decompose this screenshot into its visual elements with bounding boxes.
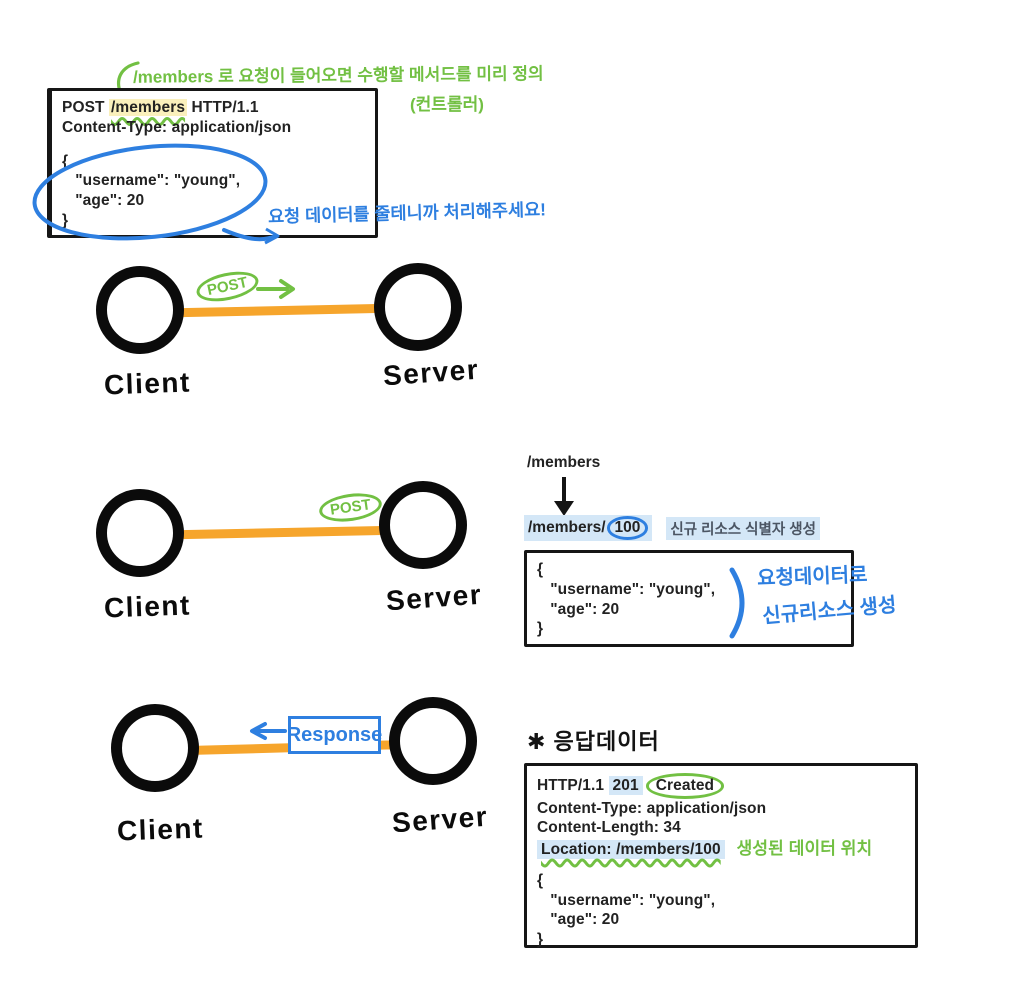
status-text-circled: Created (645, 773, 725, 799)
client-node-circle (111, 704, 199, 792)
response-heading: ✱ 응답데이터 (527, 729, 660, 754)
created-body-line: { (537, 561, 544, 578)
client-label: Client (103, 366, 192, 401)
request-content-type: Content-Type: application/json (62, 118, 292, 136)
response-badge-label: Response (286, 723, 383, 746)
request-protocol: HTTP/1.1 (187, 99, 259, 116)
ellipse-annotation (32, 143, 280, 245)
response-body-line: "age": 20 (537, 911, 620, 929)
connection-line (176, 303, 390, 318)
client-node-circle (96, 489, 184, 577)
response-badge: Response (286, 716, 383, 754)
request-path: /members (109, 99, 188, 116)
server-label: Server (385, 578, 484, 617)
response-body-line: { (537, 872, 544, 890)
request-body-line: { (62, 152, 69, 170)
source-path-label: /members (527, 454, 601, 471)
location-value: /members/100 (616, 840, 721, 858)
server-label: Server (391, 800, 490, 839)
new-id-circled: 100 (606, 516, 649, 540)
response-content-length: Content-Length: 34 (537, 819, 681, 837)
response-content-type: Content-Type: application/json (537, 799, 767, 817)
location-label: Location: (541, 840, 617, 858)
new-resource-path-row: /members/100 신규 리소스 식별자 생성 (524, 515, 820, 541)
new-resource-note: 신규 리소스 식별자 생성 (666, 516, 820, 540)
created-resource-box: { "username": "young", "age": 20 } (524, 550, 854, 647)
new-resource-path: /members/100 (524, 515, 653, 541)
request-line: POST /members HTTP/1.1 (62, 98, 365, 118)
location-header: Location: /members/100 (537, 839, 725, 859)
server-node-circle (389, 697, 477, 785)
client-label: Client (103, 589, 192, 624)
response-body-line: "username": "young", (537, 891, 716, 909)
request-body-line: "username": "young", (62, 172, 241, 190)
request-body-line: "age": 20 (62, 192, 145, 210)
request-body-line: } (62, 212, 69, 230)
request-code-box: POST /members HTTP/1.1 Content-Type: app… (47, 88, 378, 238)
server-node-circle (374, 263, 462, 351)
path-prefix: /members/ (528, 519, 606, 536)
status-prefix: HTTP/1.1 (537, 777, 609, 794)
request-annotation-line2: (컨트롤러) (410, 95, 484, 114)
response-body-line: } (537, 930, 544, 948)
post-method-badge: POST (317, 489, 384, 526)
client-label: Client (116, 812, 205, 847)
created-body-line: "username": "young", (537, 580, 716, 598)
paren-annotation (729, 567, 745, 639)
request-annotation-line1: /members 로 요청이 들어오면 수행할 메서드를 미리 정의 (132, 64, 544, 87)
request-method: POST (62, 99, 110, 116)
created-body-line: "age": 20 (537, 600, 620, 618)
created-body-line: } (537, 620, 544, 638)
left-arrow-icon (250, 722, 287, 740)
created-note-line1: 요청데이터로 (756, 564, 868, 590)
right-arrow-icon (256, 279, 295, 299)
server-node-circle (379, 481, 467, 569)
response-location-line: Location: /members/100 생성된 데이터 위치 (537, 838, 905, 860)
status-code: 201 (608, 776, 643, 795)
down-arrow-icon (554, 477, 574, 516)
post-method-badge: POST (193, 266, 261, 307)
connection-line (176, 525, 392, 540)
location-note: 생성된 데이터 위치 (736, 838, 873, 858)
client-node-circle (96, 266, 184, 354)
server-label: Server (382, 353, 481, 392)
